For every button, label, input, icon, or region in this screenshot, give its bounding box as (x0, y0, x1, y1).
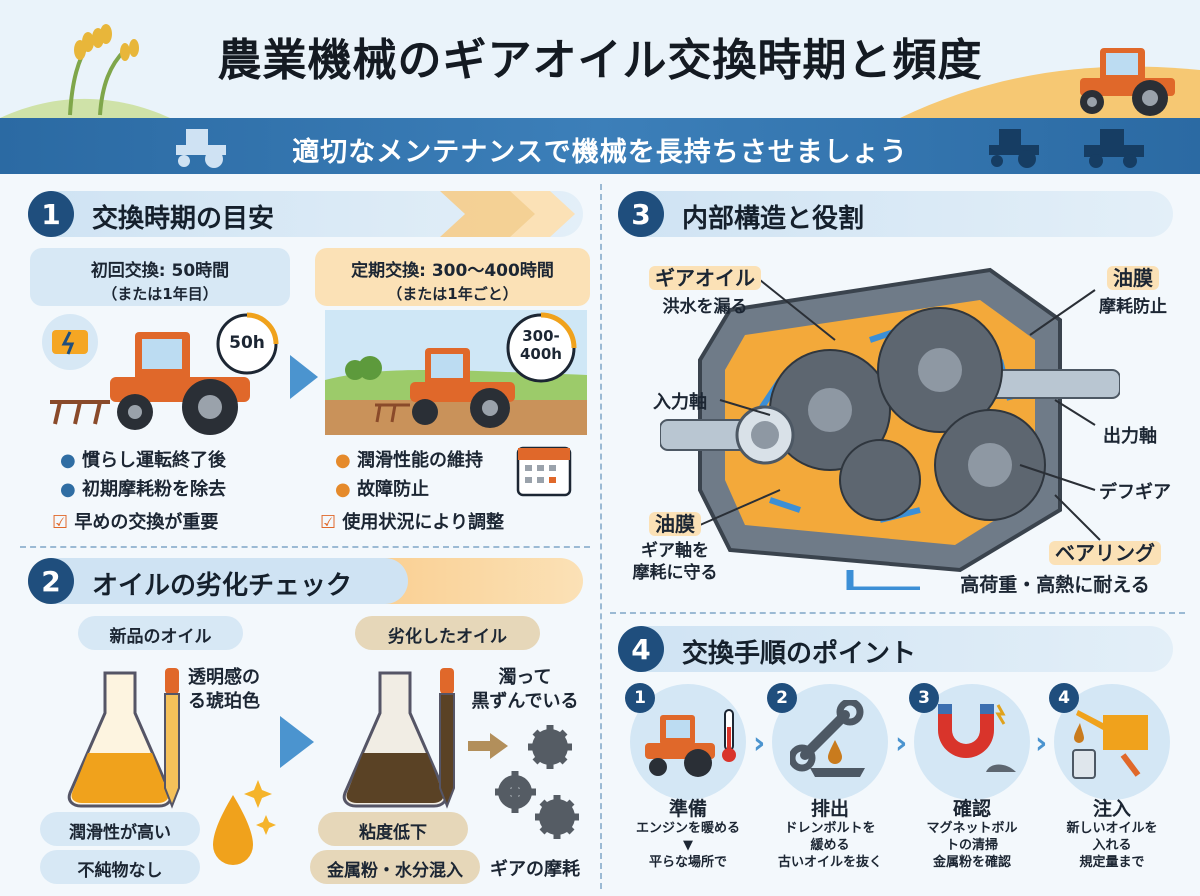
callout-oil-film-bottom: 油膜 (625, 508, 725, 537)
next-arrow-icon (290, 355, 318, 399)
wheat-icon (68, 24, 139, 116)
magnet-icon (938, 704, 1016, 772)
callout-oil-film-top: 油膜 (1078, 262, 1188, 291)
callout-input-shaft: 入力軸 (653, 392, 707, 413)
step4-desc: 新しいオイルを 入れる 規定量まで (1066, 821, 1158, 870)
step2-desc: ドレンボルトを 緩める 古いオイルを抜く (777, 821, 882, 870)
callout-gear-oil: ギアオイル (642, 262, 768, 291)
column-divider (600, 184, 602, 889)
step4-number: 4 (1049, 683, 1079, 713)
timer-icon (216, 312, 279, 375)
old-oil-flask-icon (342, 668, 455, 809)
section-divider (610, 612, 1185, 614)
callout-oil-film-top-sub: 摩耗防止 (1099, 297, 1167, 317)
wrench-drain-icon (790, 700, 865, 777)
first-change-box: 初回交換: 50時間 （または1年目） (30, 248, 290, 306)
gearbox-cutaway-illustration (660, 267, 1120, 590)
regular-change-note: （または1年ごと） (387, 285, 518, 303)
callout-gear-oil-sub: 洪水を漏る (662, 297, 748, 317)
harvester-silhouette-icon (1084, 129, 1144, 168)
step4-title: 注入 (1092, 798, 1131, 820)
section2-title: オイルの劣化チェック (92, 571, 353, 601)
callout-oil-film-bottom-sub: ギア軸を 摩耗に守る (632, 541, 718, 583)
step2-title: 排出 (810, 798, 849, 820)
old-oil-label: 劣化したオイル (355, 616, 540, 650)
arrow-decoration (440, 191, 575, 237)
page-title: 農業機械のギアオイル交換時期と頻度 (217, 35, 983, 86)
new-oil-flask-icon (67, 668, 180, 809)
step-arrow-icon: › (1035, 726, 1048, 761)
new-oil-label: 新品のオイル (78, 616, 243, 650)
callout-bearing: ベアリング (1030, 537, 1180, 566)
worn-gears-icon (495, 725, 579, 839)
section3-header (618, 191, 1173, 237)
step1-title: 準備 (668, 798, 707, 820)
section-divider (20, 546, 590, 548)
tractor-silhouette-icon (989, 129, 1039, 168)
new-oil-tag-2: 不純物なし (40, 850, 200, 884)
section2-header-left (28, 558, 408, 604)
compare-arrow-icon (280, 716, 314, 768)
first-change-note: （または1年目） (102, 285, 218, 303)
calendar-icon (516, 446, 572, 497)
section4-title: 交換手順のポイント (682, 639, 917, 669)
section1-title: 交換時期の目安 (92, 204, 275, 234)
tractor-thermometer-icon (645, 709, 736, 777)
oil-can-pour-icon (1072, 710, 1148, 779)
new-oil-tag-1: 潤滑性が高い (40, 812, 200, 846)
regular-bullet-1: ● 潤滑性能の維持 (335, 450, 483, 471)
section1-number: 1 (28, 191, 74, 237)
regular-change-box: 定期交換: 300〜400時間 （または1年ごと） (315, 248, 590, 306)
regular-change-label: 定期交換: 300〜400時間 (351, 261, 554, 281)
oil-drop-sparkle-icon (213, 780, 276, 865)
first-timer-label: 50h (229, 333, 265, 353)
old-oil-tag-2: 金属粉・水分混入 (310, 850, 480, 884)
new-oil-desc: 透明感の る琥珀色 (188, 667, 260, 712)
tractor-silhouette-icon (176, 129, 226, 168)
timer-icon (506, 312, 577, 383)
callout-output-shaft: 出力軸 (1103, 426, 1157, 447)
step3-number: 3 (909, 683, 939, 713)
page-subtitle: 適切なメンテナンスで機械を長持ちさせましょう (292, 137, 908, 168)
tractor-plowing-illustration (42, 314, 250, 435)
section2-number: 2 (28, 558, 74, 604)
old-oil-tag-1: 粘度低下 (318, 812, 468, 846)
callout-bearing-sub: 高荷重・高熱に耐える (960, 574, 1150, 596)
regular-bullet-2: ● 故障防止 (335, 479, 429, 500)
step3-desc: マグネットボル トの清掃 金属粉を確認 (926, 821, 1018, 870)
first-change-label: 初回交換: 50時間 (90, 261, 230, 281)
step-arrow-icon: › (753, 726, 766, 761)
first-bullet-1: ● 慣らし運転終了後 (60, 450, 226, 471)
tractor-icon (1080, 48, 1175, 116)
gear-wear-note: ギアの摩耗 (490, 859, 580, 880)
section4-header (618, 626, 1173, 672)
arrow-icon (468, 733, 508, 759)
old-oil-desc: 濁って 黒ずんでいる (471, 667, 579, 712)
step1-desc: エンジンを暖める ▼ 平らな場所で (635, 821, 740, 870)
section4-number: 4 (618, 626, 664, 672)
regular-timer-label: 300- 400h (520, 327, 562, 363)
step2-number: 2 (767, 683, 797, 713)
step-arrow-icon: › (895, 726, 908, 761)
step3-title: 確認 (952, 798, 991, 820)
section3-title: 内部構造と役割 (682, 204, 865, 234)
first-bullet-2: ● 初期摩耗粉を除去 (60, 479, 226, 500)
step1-number: 1 (625, 683, 655, 713)
first-check: ☑ 早めの交換が重要 (52, 512, 219, 533)
callout-lines (699, 279, 1101, 541)
callout-diff-gear: デフギア (1099, 482, 1171, 503)
regular-check: ☑ 使用状況により調整 (320, 512, 505, 533)
section3-number: 3 (618, 191, 664, 237)
